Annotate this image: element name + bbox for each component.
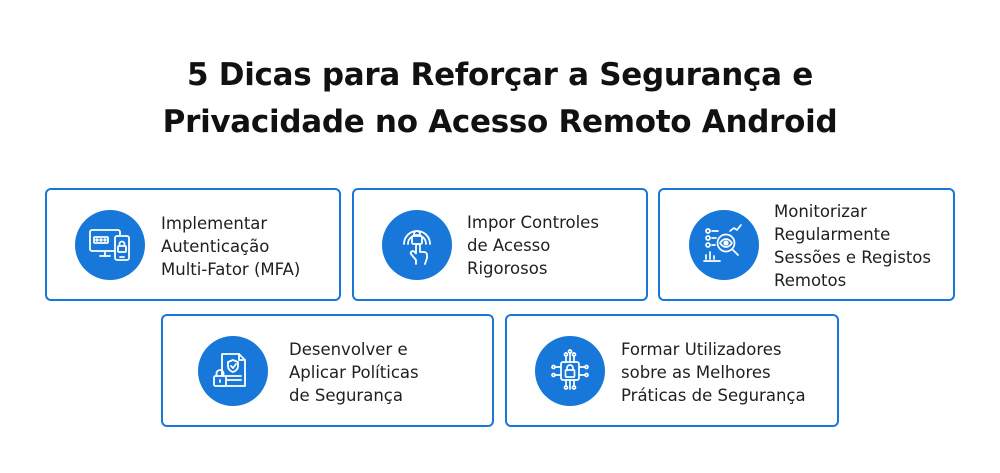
tip-card-access-control: Impor Controles de Acesso Rigorosos — [352, 188, 648, 301]
tip-line: Remotos — [774, 271, 847, 290]
tip-line: Autenticação — [161, 237, 270, 256]
tip-text: Monitorizar Regularmente Sessões e Regis… — [774, 200, 931, 292]
tip-line: Multi-Fator (MFA) — [161, 260, 301, 279]
tip-line: Implementar — [161, 214, 268, 233]
tip-card-monitoring: Monitorizar Regularmente Sessões e Regis… — [658, 188, 955, 301]
tip-card-mfa: Implementar Autenticação Multi-Fator (MF… — [45, 188, 341, 301]
tip-line: Formar Utilizadores — [621, 340, 782, 359]
title-line-2: Privacidade no Acesso Remoto Android — [162, 104, 838, 140]
tip-text: Implementar Autenticação Multi-Fator (MF… — [161, 212, 300, 281]
tip-line: de Segurança — [289, 386, 403, 405]
tip-card-user-training: Formar Utilizadores sobre as Melhores Pr… — [505, 314, 839, 427]
tip-line: Desenvolver e — [289, 340, 408, 359]
tip-text: Formar Utilizadores sobre as Melhores Pr… — [621, 338, 806, 407]
tip-line: Rigorosos — [467, 259, 548, 278]
tip-line: Sessões e Registos — [774, 248, 931, 267]
security-policy-document-icon — [198, 336, 268, 406]
training-chip-lock-icon — [535, 336, 605, 406]
page-title: 5 Dicas para Reforçar a Segurança e Priv… — [0, 52, 1000, 146]
tip-card-security-policies: Desenvolver e Aplicar Políticas de Segur… — [161, 314, 494, 427]
touch-access-icon — [382, 210, 452, 280]
tip-text: Desenvolver e Aplicar Políticas de Segur… — [289, 338, 419, 407]
tip-line: de Acesso — [467, 236, 551, 255]
tip-line: Aplicar Políticas — [289, 363, 419, 382]
monitoring-magnifier-icon — [689, 210, 759, 280]
tip-text: Impor Controles de Acesso Rigorosos — [467, 211, 599, 280]
tip-line: Monitorizar — [774, 202, 867, 221]
tip-line: Práticas de Segurança — [621, 386, 806, 405]
tip-line: Regularmente — [774, 225, 891, 244]
title-line-1: 5 Dicas para Reforçar a Segurança e — [187, 57, 813, 93]
tip-line: Impor Controles — [467, 213, 599, 232]
tip-line: sobre as Melhores — [621, 363, 771, 382]
mfa-devices-icon — [75, 210, 145, 280]
